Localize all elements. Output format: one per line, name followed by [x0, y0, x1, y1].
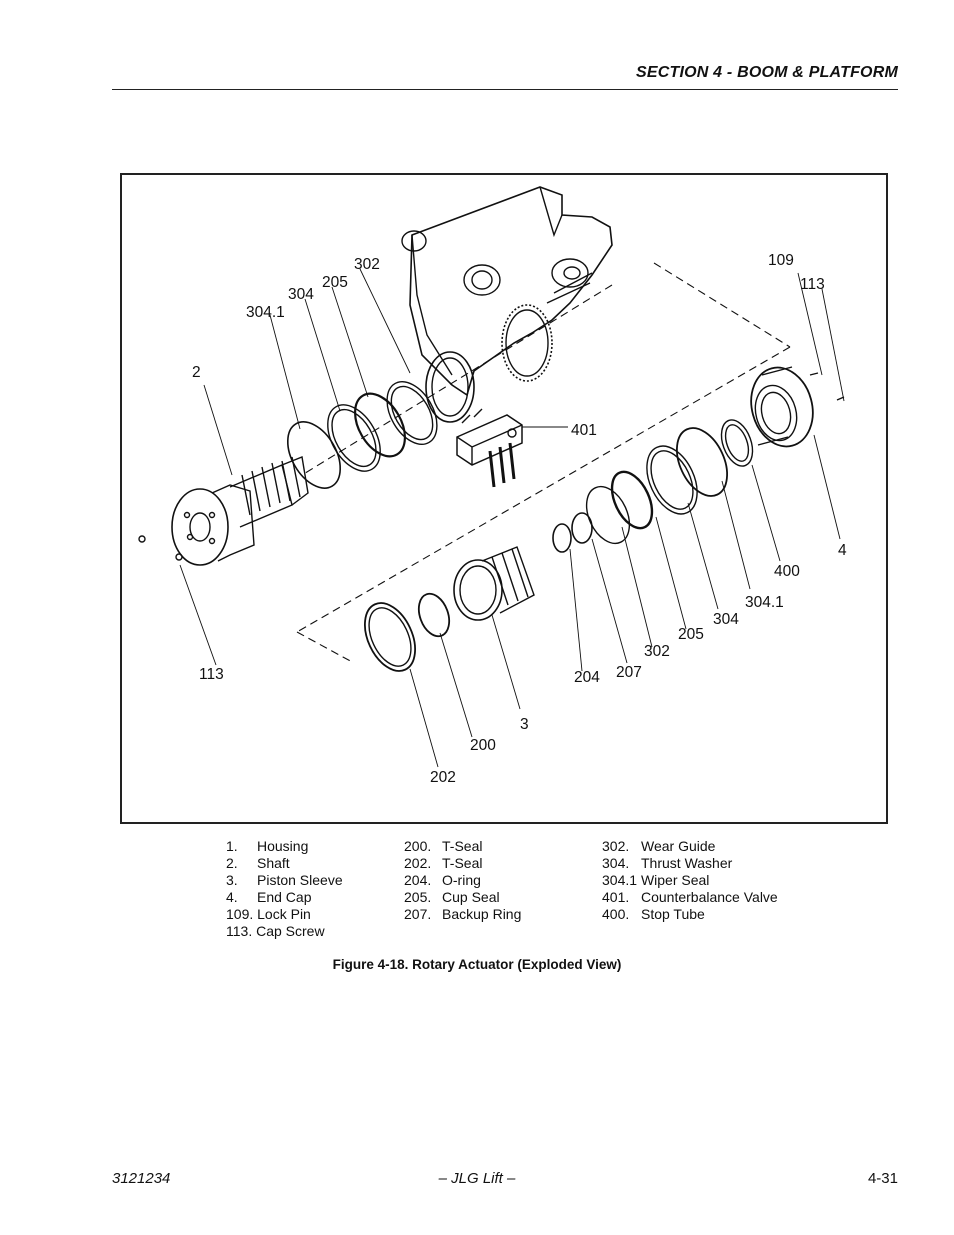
callout-401: 401 — [571, 422, 597, 439]
leader-lines — [179, 268, 845, 768]
callout-3: 3 — [520, 716, 529, 733]
legend-item: 401.Counterbalance Valve — [602, 889, 778, 905]
legend-item: 2.Shaft — [226, 855, 290, 871]
callout-207: 207 — [616, 664, 642, 681]
legend-item: 3.Piston Sleeve — [226, 872, 343, 888]
lower-seal-stack-drawing — [552, 419, 754, 553]
legend-item: 109. Lock Pin — [226, 906, 311, 922]
legend-item: 4.End Cap — [226, 889, 312, 905]
legend-column-3: 302.Wear Guide 304.Thrust Washer 304.1 W… — [602, 838, 778, 923]
callout-400: 400 — [774, 563, 800, 580]
company-footer: – JLG Lift – — [438, 1170, 516, 1187]
callout-205-top: 205 — [322, 274, 348, 291]
legend-column-2: 200.T-Seal 202.T-Seal 204.O-ring 205.Cup… — [404, 838, 521, 923]
page-number: 4-31 — [867, 1170, 898, 1187]
figure-caption: Figure 4-18. Rotary Actuator (Exploded V… — [332, 957, 622, 972]
callout-202: 202 — [430, 769, 456, 786]
legend-item: 207.Backup Ring — [404, 906, 522, 922]
callout-4: 4 — [838, 542, 847, 559]
legend-item: 400.Stop Tube — [602, 906, 705, 922]
doc-number: 3121234 — [112, 1170, 171, 1187]
callout-205-bottom: 205 — [678, 626, 704, 643]
legend-item: 205.Cup Seal — [404, 889, 500, 905]
legend-item: 113. Cap Screw — [226, 923, 325, 939]
legend-item: 1.Housing — [226, 838, 309, 854]
callout-204: 204 — [574, 669, 600, 686]
callout-113-top: 113 — [800, 276, 825, 293]
header-rule — [112, 89, 898, 90]
legend-item: 304.1 Wiper Seal — [602, 872, 710, 888]
callout-302-top: 302 — [354, 256, 380, 273]
dashed-envelope — [296, 262, 791, 664]
callout-113-bottom: 113 — [199, 666, 224, 683]
end-cap-drawing — [750, 366, 845, 448]
piston-sleeve-drawing — [364, 546, 535, 672]
callout-109: 109 — [768, 252, 794, 269]
callout-304-1-bottom: 304.1 — [745, 594, 784, 611]
figure-frame: 302 205 304 304.1 2 109 113 401 4 400 30… — [120, 173, 888, 824]
legend-item: 204.O-ring — [404, 872, 481, 888]
callout-2: 2 — [192, 364, 201, 381]
shaft-drawing — [138, 456, 309, 566]
legend-item: 200.T-Seal — [404, 838, 483, 854]
legend-item: 304.Thrust Washer — [602, 855, 733, 871]
callout-302-bottom: 302 — [644, 643, 670, 660]
callout-304-1-top: 304.1 — [246, 304, 285, 321]
housing-drawing — [401, 186, 613, 423]
legend-item: 302.Wear Guide — [602, 838, 716, 854]
callout-304-bottom: 304 — [713, 611, 739, 628]
callout-200: 200 — [470, 737, 496, 754]
section-header: SECTION 4 - BOOM & PLATFORM — [636, 64, 898, 81]
legend-item: 202.T-Seal — [404, 855, 483, 871]
callout-304-top: 304 — [288, 286, 314, 303]
upper-seal-stack-drawing — [286, 381, 438, 489]
counterbalance-valve-drawing — [456, 408, 523, 488]
legend-column-1: 1.Housing 2.Shaft 3.Piston Sleeve 4.End … — [226, 838, 343, 940]
exploded-view-drawing: 302 205 304 304.1 2 109 113 401 4 400 30… — [138, 186, 847, 786]
